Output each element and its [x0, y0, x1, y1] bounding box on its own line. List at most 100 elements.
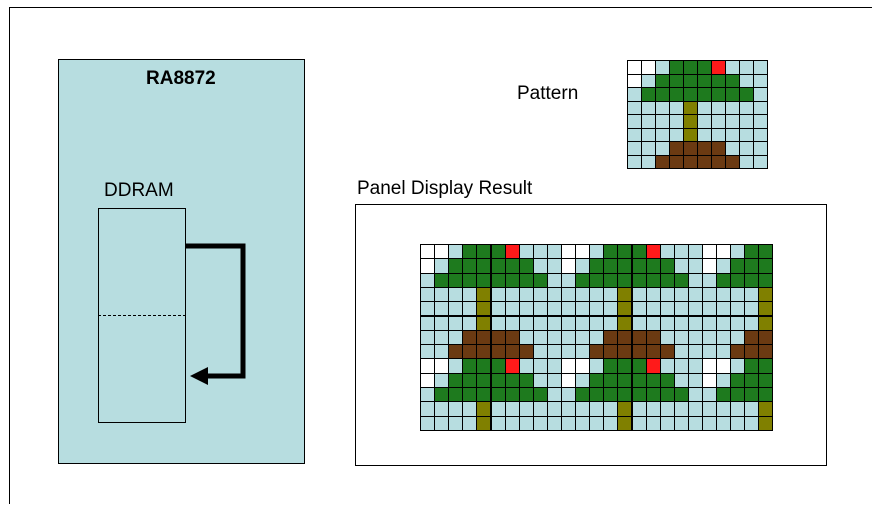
grid-cell-background — [546, 286, 562, 303]
grid-cell-leaf — [641, 87, 656, 102]
grid-cell-background — [504, 315, 520, 331]
grid-cell-background — [716, 315, 732, 331]
grid-cell-background — [725, 100, 740, 115]
panel-grid — [420, 244, 774, 431]
grid-cell-background — [687, 286, 703, 303]
grid-cell-background — [518, 244, 534, 260]
grid-cell-background — [739, 127, 754, 142]
grid-cell-leaf — [758, 272, 774, 288]
grid-cell-leaf — [462, 387, 478, 403]
grid-cell-background — [702, 387, 718, 403]
grid-cell-background — [589, 301, 605, 317]
grid-cell-white — [627, 60, 642, 75]
grid-cell-background — [603, 286, 619, 303]
loop-arrow-head — [190, 367, 208, 385]
grid-cell-background — [434, 329, 450, 346]
grid-cell-background — [532, 401, 548, 417]
grid-cell-leaf — [758, 244, 774, 260]
pattern-label: Pattern — [517, 83, 579, 104]
grid-cell-leaf — [631, 358, 647, 374]
grid-cell-background — [687, 244, 703, 260]
grid-cell-white — [420, 244, 436, 260]
grid-cell-leaf — [476, 244, 492, 260]
grid-cell-background — [673, 315, 689, 331]
grid-cell-background — [434, 301, 450, 317]
grid-cell-background — [561, 415, 577, 431]
grid-cell-background — [631, 301, 647, 317]
grid-cell-background — [730, 315, 746, 331]
grid-cell-background — [673, 301, 689, 317]
grid-cell-background — [673, 286, 689, 303]
grid-cell-leaf — [617, 358, 633, 374]
grid-cell-background — [627, 87, 642, 102]
grid-cell-background — [546, 387, 562, 403]
grid-cell-background — [490, 286, 506, 303]
grid-cell-background — [420, 301, 436, 317]
grid-cell-soil — [655, 154, 670, 169]
grid-cell-background — [669, 114, 684, 129]
grid-cell-background — [603, 301, 619, 317]
grid-cell-leaf — [758, 358, 774, 374]
grid-cell-background — [673, 329, 689, 346]
grid-cell-background — [546, 301, 562, 317]
grid-cell-leaf — [476, 372, 492, 388]
grid-cell-leaf — [575, 272, 591, 288]
grid-cell-white — [434, 244, 450, 260]
grid-cell-background — [716, 329, 732, 346]
grid-cell-background — [561, 272, 577, 288]
grid-cell-background — [655, 114, 670, 129]
grid-cell-background — [641, 127, 656, 142]
grid-cell-leaf — [448, 272, 464, 288]
grid-cell-background — [420, 415, 436, 431]
grid-cell-trunk — [476, 286, 492, 303]
grid-cell-leaf — [462, 244, 478, 260]
grid-cell-fruit — [645, 358, 661, 374]
grid-cell-background — [687, 401, 703, 417]
grid-cell-background — [532, 372, 548, 388]
grid-cell-leaf — [655, 87, 670, 102]
grid-cell-leaf — [490, 387, 506, 403]
grid-cell-background — [504, 301, 520, 317]
grid-cell-leaf — [589, 258, 605, 274]
grid-cell-trunk — [683, 127, 698, 142]
grid-cell-trunk — [617, 401, 633, 417]
grid-cell-leaf — [697, 87, 712, 102]
grid-cell-background — [462, 315, 478, 331]
grid-cell-background — [575, 401, 591, 417]
grid-cell-background — [687, 358, 703, 374]
grid-cell-background — [687, 272, 703, 288]
grid-cell-background — [739, 60, 754, 75]
grid-cell-background — [641, 114, 656, 129]
grid-cell-background — [753, 154, 768, 169]
grid-cell-leaf — [669, 87, 684, 102]
grid-cell-background — [561, 301, 577, 317]
grid-cell-soil — [744, 329, 760, 346]
grid-cell-background — [641, 141, 656, 156]
grid-cell-background — [518, 329, 534, 346]
grid-cell-background — [448, 415, 464, 431]
grid-cell-background — [744, 315, 760, 331]
grid-cell-soil — [631, 344, 647, 360]
grid-cell-background — [673, 258, 689, 274]
grid-cell-leaf — [744, 258, 760, 274]
grid-cell-background — [448, 244, 464, 260]
grid-cell-background — [532, 286, 548, 303]
grid-cell-background — [627, 127, 642, 142]
grid-cell-background — [687, 329, 703, 346]
grid-cell-background — [739, 154, 754, 169]
grid-cell-leaf — [744, 372, 760, 388]
grid-cell-leaf — [683, 73, 698, 88]
grid-cell-leaf — [462, 372, 478, 388]
grid-cell-leaf — [532, 272, 548, 288]
grid-cell-background — [702, 415, 718, 431]
grid-cell-background — [561, 344, 577, 360]
grid-cell-background — [655, 60, 670, 75]
grid-cell-background — [546, 244, 562, 260]
grid-cell-leaf — [490, 358, 506, 374]
grid-cell-trunk — [758, 315, 774, 331]
grid-cell-background — [702, 344, 718, 360]
grid-cell-background — [659, 286, 675, 303]
grid-cell-leaf — [725, 73, 740, 88]
grid-cell-background — [462, 301, 478, 317]
grid-cell-background — [561, 315, 577, 331]
